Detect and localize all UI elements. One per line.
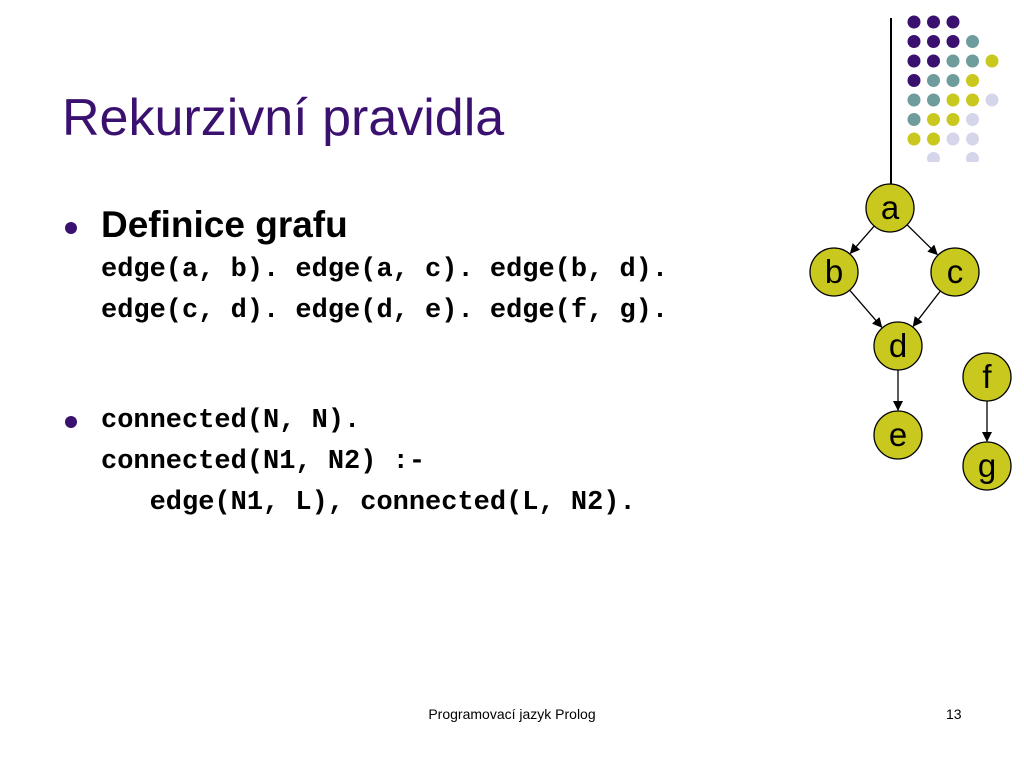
graph-node-circle (865, 183, 915, 233)
graph-node-f: f (962, 352, 1012, 402)
decoration-dot (946, 132, 960, 146)
graph-node-circle (962, 441, 1012, 491)
decorative-dot-grid (907, 15, 999, 162)
graph-node-d: d (873, 321, 923, 371)
graph-node-label: f (982, 358, 992, 395)
decoration-dot (907, 35, 921, 48)
graph-node-circle (809, 247, 859, 297)
graph-node-label: g (978, 447, 996, 484)
decoration-dot (907, 54, 921, 68)
graph-node-a: a (865, 183, 915, 233)
decoration-dot (907, 15, 921, 29)
decoration-dot (907, 93, 921, 107)
decoration-dot (966, 132, 979, 146)
decoration-dot (927, 15, 940, 29)
graph-edge-a-b (849, 225, 875, 254)
decoration-dot (946, 113, 960, 126)
graph-node-c: c (930, 247, 980, 297)
graph-edge-b-d (849, 289, 883, 328)
graph-node-b: b (809, 247, 859, 297)
graph-edge-a-c (906, 224, 938, 256)
decoration-dot (927, 35, 940, 48)
decoration-dot (927, 93, 940, 107)
graph-node-g: g (962, 441, 1012, 491)
decoration-dot (966, 35, 979, 48)
graph-node-circle (873, 321, 923, 371)
bullet-heading-graph-definition: Definice grafu (101, 204, 348, 245)
decoration-dot (946, 93, 960, 107)
decoration-dot (946, 74, 960, 87)
graph-node-label: c (947, 253, 964, 290)
graph-node-label: d (889, 327, 907, 364)
decoration-dot (927, 132, 940, 146)
decoration-dot (927, 54, 940, 68)
decoration-dot (907, 132, 921, 146)
decoration-dot (966, 113, 979, 126)
graph-node-e: e (873, 410, 923, 460)
decoration-dot (927, 113, 940, 126)
decoration-dot (927, 152, 940, 162)
decoration-dot (966, 93, 979, 107)
code-line-edges-1: edge(a, b). edge(a, c). edge(b, d). (101, 255, 669, 285)
decoration-dot (985, 93, 999, 107)
decoration-dot (907, 74, 921, 87)
decoration-dot (966, 152, 979, 162)
code-line-connected-body: edge(N1, L), connected(L, N2). (101, 488, 636, 518)
footer-course-title: Programovací jazyk Prolog (428, 706, 596, 722)
graph-edge-c-d (912, 290, 941, 327)
decorative-vertical-line (890, 18, 892, 188)
code-line-connected-base: connected(N, N). (101, 406, 361, 436)
graph-node-label: b (825, 253, 843, 290)
code-line-edges-2: edge(c, d). edge(d, e). edge(f, g). (101, 296, 669, 326)
decoration-dot (966, 54, 979, 68)
graph-node-circle (930, 247, 980, 297)
graph-node-circle (962, 352, 1012, 402)
graph-node-label: a (881, 189, 900, 226)
bullet-icon (65, 222, 77, 234)
bullet-icon (65, 416, 77, 428)
graph-node-circle (873, 410, 923, 460)
decoration-dot (946, 15, 960, 29)
decoration-dot (966, 74, 979, 87)
decoration-dot (946, 35, 960, 48)
decoration-dot (907, 113, 921, 126)
decoration-dot (985, 54, 999, 68)
decoration-dot (946, 54, 960, 68)
slide-title: Rekurzivní pravidla (62, 89, 505, 147)
decoration-dot (927, 74, 940, 87)
graph-node-label: e (889, 416, 907, 453)
footer-page-number: 13 (946, 706, 962, 722)
code-line-connected-head: connected(N1, N2) :- (101, 447, 426, 477)
